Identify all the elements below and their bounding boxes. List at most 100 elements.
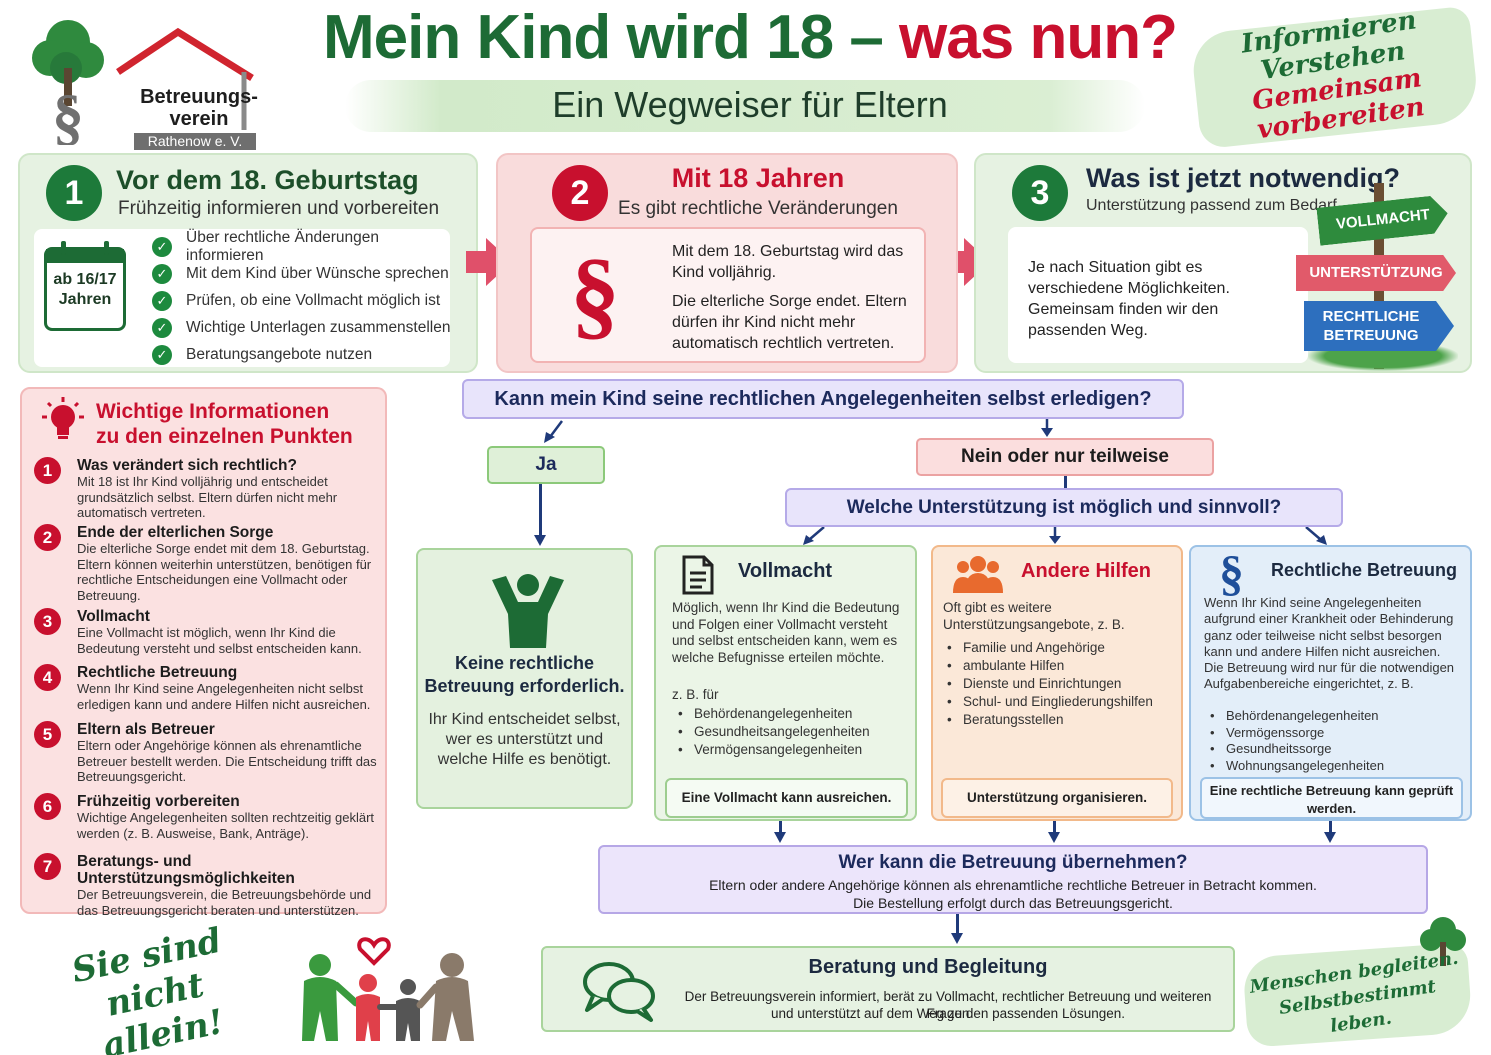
person-cheering-icon bbox=[492, 574, 564, 648]
arrow-down-icon bbox=[1041, 419, 1053, 437]
info-item-heading: Rechtliche Betreuung bbox=[77, 664, 238, 681]
motto: Informieren Verstehen Gemeinsam vorberei… bbox=[1198, 0, 1472, 151]
card-rechtliche-betreuung-title: Rechtliche Betreuung bbox=[1271, 560, 1458, 580]
card-rechtliche-betreuung-text2: Die Betreuung wird nur für die notwendig… bbox=[1204, 660, 1455, 692]
step-2-text1: Mit dem 18. Geburtstag wird das Kind vol… bbox=[672, 243, 904, 281]
info-panel: Wichtige Informationen zu den einzelnen … bbox=[20, 387, 387, 918]
logo-subtitle: Rathenow e. V. bbox=[134, 133, 256, 150]
speech-bubbles-icon bbox=[583, 962, 655, 1022]
card-andere-hilfen-footer: Unterstützung organisieren. bbox=[941, 778, 1173, 818]
logo-line1: Betreuungs- bbox=[140, 86, 258, 108]
card-rechtliche-betreuung-footer: Eine rechtliche Betreuung kann geprüft w… bbox=[1200, 777, 1463, 819]
info-item-number: 1 bbox=[34, 457, 61, 484]
info-item-text: Der Betreuungsverein, die Betreuungsbehö… bbox=[77, 887, 372, 918]
info-title: Wichtige Informationen zu den einzelnen … bbox=[96, 399, 353, 449]
info-item-number: 6 bbox=[34, 793, 61, 820]
info-item: 7 Beratungs- und Unterstützungsmöglichke… bbox=[34, 853, 384, 918]
sign-rechtliche-betreuung: RECHTLICHE BETREUUNG bbox=[1304, 301, 1454, 351]
list-item: Beratungsstellen bbox=[943, 711, 1178, 729]
step-2-subtitle: Es gibt rechtliche Veränderungen bbox=[618, 198, 898, 219]
paragraph-icon: § bbox=[1219, 545, 1244, 601]
card-vollmacht-text: Möglich, wenn Ihr Kind die Bedeutung und… bbox=[672, 600, 900, 665]
title-part2: was nun? bbox=[899, 3, 1178, 72]
arrow-down-icon bbox=[534, 535, 546, 546]
info-title-line2: zu den einzelnen Punkten bbox=[96, 425, 353, 448]
signpost: VOLLMACHT UNTERSTÜTZUNG RECHTLICHE BETRE… bbox=[1296, 179, 1458, 373]
logo-name: Betreuungs- verein bbox=[134, 86, 264, 130]
connector-line bbox=[539, 484, 542, 536]
connector-line bbox=[1064, 476, 1067, 488]
step-3-text: Je nach Situation gibt es verschiedene M… bbox=[1028, 259, 1230, 339]
list-item: Dienste und Einrichtungen bbox=[943, 675, 1178, 693]
arrow-down-icon bbox=[544, 420, 563, 443]
question-self-manage: Kann mein Kind seine rechtlichen Angeleg… bbox=[462, 379, 1184, 419]
info-item: 1 Was verändert sich rechtlich? Mit 18 i… bbox=[34, 457, 384, 521]
check-item: ✓Wichtige Unterlagen zusammenstellen bbox=[152, 314, 452, 341]
step-3-panel: 3 Was ist jetzt notwendig? Unterstützung… bbox=[974, 153, 1472, 373]
step-2-number: 2 bbox=[552, 165, 608, 221]
counseling-line2: und unterstützt auf dem Weg zu den passe… bbox=[771, 1006, 1125, 1021]
arrow-down-icon bbox=[951, 933, 963, 944]
check-item-label: Über rechtliche Änderungen informieren bbox=[186, 228, 380, 264]
list-item: Behördenangelegenheiten bbox=[1206, 708, 1461, 725]
list-item: Behördenangelegenheiten bbox=[674, 705, 904, 723]
paragraph-icon: § bbox=[570, 238, 620, 349]
card-rechtliche-betreuung-list: Behördenangelegenheiten Vermögenssorge G… bbox=[1206, 708, 1461, 774]
sign-vollmacht: VOLLMACHT bbox=[1316, 194, 1449, 245]
logo: § Betreuungs- verein Rathenow e. V. bbox=[30, 10, 270, 152]
check-item-label: Beratungsangebote nutzen bbox=[186, 345, 373, 363]
slogan-not-alone: Sie sind nicht allein! bbox=[30, 912, 280, 1055]
info-item-heading: Ende der elterlichen Sorge bbox=[77, 524, 274, 541]
connector-line bbox=[956, 914, 959, 934]
info-item: 2 Ende der elterlichen Sorge Die elterli… bbox=[34, 524, 384, 603]
step-3-content: Je nach Situation gibt es verschiedene M… bbox=[1008, 227, 1308, 363]
counseling-line1: Der Betreuungsverein informiert, berät z… bbox=[684, 989, 1212, 1021]
info-item-text: Mit 18 ist Ihr Kind volljährig und entsc… bbox=[77, 474, 338, 520]
step-3-subtitle: Unterstützung passend zum Bedarf bbox=[1086, 197, 1337, 214]
connector-line bbox=[779, 821, 782, 833]
step-2-panel: 2 Mit 18 Jahren Es gibt rechtliche Verän… bbox=[496, 153, 958, 373]
check-item: ✓ Beratungsangebote nutzen bbox=[152, 341, 452, 368]
lightbulb-icon bbox=[42, 397, 84, 439]
step-1-title: Vor dem 18. Geburtstag bbox=[116, 165, 419, 195]
list-item: Familie und Angehörige bbox=[943, 639, 1178, 657]
check-icon: ✓ bbox=[152, 344, 172, 365]
info-item: 6 Frühzeitig vorbereiten Wichtige Angele… bbox=[34, 793, 384, 841]
check-icon: ✓ bbox=[152, 290, 172, 311]
sign-unterstuetzung: UNTERSTÜTZUNG bbox=[1296, 255, 1456, 291]
card-vollmacht: Vollmacht Möglich, wenn Ihr Kind die Bed… bbox=[654, 545, 917, 821]
calendar-icon: ab 16/17 Jahren bbox=[44, 241, 126, 331]
list-item: Gesundheitsangelegenheiten bbox=[674, 723, 904, 741]
card-rechtliche-betreuung: § Rechtliche Betreuung Wenn Ihr Kind sei… bbox=[1189, 545, 1472, 821]
arrow-down-icon bbox=[1305, 527, 1327, 545]
arrow-down-icon bbox=[1049, 527, 1061, 544]
step-3-title: Was ist jetzt notwendig? bbox=[1086, 163, 1400, 193]
info-item-heading: Frühzeitig vorbereiten bbox=[77, 793, 240, 810]
calendar-label: ab 16/17 Jahren bbox=[53, 271, 117, 308]
question-which-support: Welche Unterstützung ist möglich und sin… bbox=[785, 488, 1343, 527]
check-item-label: Mit dem Kind über Wünsche sprechen bbox=[186, 264, 449, 282]
list-item: Vermögenssorge bbox=[1206, 725, 1461, 742]
answer-no: Nein oder nur teilweise bbox=[916, 438, 1214, 476]
step-1-number: 1 bbox=[46, 165, 102, 221]
step-1-subtitle: Frühzeitig informieren und vorbereiten bbox=[118, 198, 440, 219]
check-item: ✓Über rechtliche Änderungen informieren bbox=[152, 229, 452, 264]
page-subtitle: Ein Wegweiser für Eltern bbox=[552, 84, 948, 125]
tree-icon bbox=[1420, 917, 1466, 966]
card-andere-hilfen-text: Oft gibt es weitere Unterstützungsangebo… bbox=[943, 600, 1125, 632]
check-item: ✓Mit dem Kind über Wünsche sprechen bbox=[152, 260, 452, 287]
arrow-down-icon bbox=[803, 527, 825, 545]
arrow-down-icon bbox=[1048, 832, 1060, 843]
step-1-checklist: ✓Über rechtliche Änderungen informieren … bbox=[152, 229, 452, 368]
card-vollmacht-list: Behördenangelegenheiten Gesundheitsangel… bbox=[674, 705, 904, 759]
connector-line bbox=[1329, 821, 1332, 833]
info-item: 5 Eltern als Betreuer Eltern oder Angehö… bbox=[34, 721, 384, 785]
document-icon bbox=[682, 555, 714, 595]
svg-text:§: § bbox=[52, 81, 84, 145]
card-andere-hilfen-list: Familie und Angehörige ambulante Hilfen … bbox=[943, 639, 1178, 729]
check-icon: ✓ bbox=[152, 317, 172, 338]
card-vollmacht-title: Vollmacht bbox=[738, 560, 833, 582]
step-2-title: Mit 18 Jahren bbox=[671, 163, 845, 193]
check-item-label: Prüfen, ob eine Vollmacht möglich ist bbox=[186, 291, 441, 309]
card-vollmacht-example: z. B. für bbox=[672, 687, 719, 702]
